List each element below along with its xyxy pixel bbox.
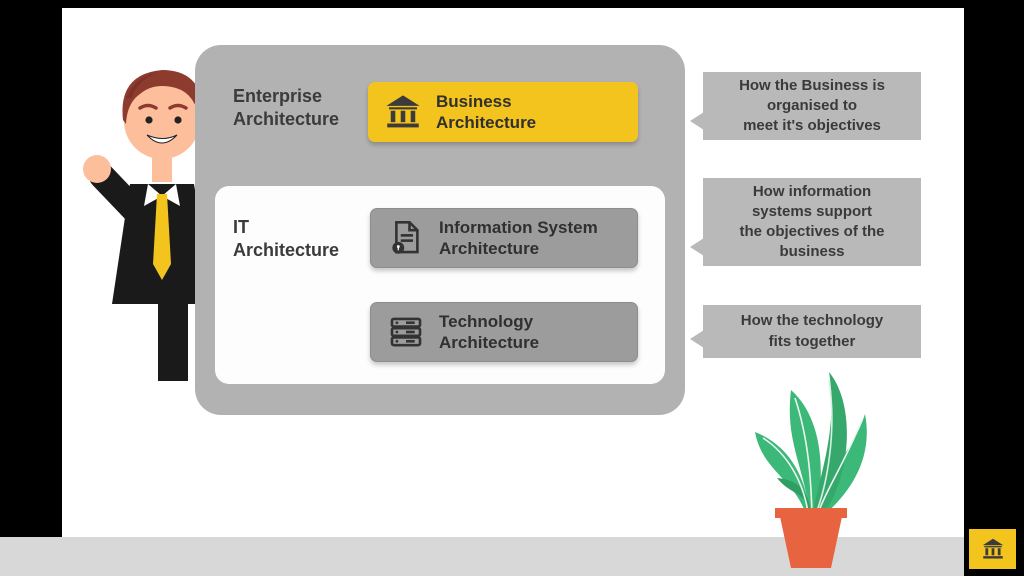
bank-icon — [382, 91, 424, 133]
plant-illustration — [755, 372, 867, 568]
callout-tail — [690, 112, 704, 130]
callout-information-systems: How information systems support the obje… — [690, 178, 921, 266]
information-system-architecture-label: Information System Architecture — [439, 217, 598, 258]
document-lock-icon — [385, 217, 427, 259]
callout-tail — [690, 238, 704, 256]
businessman-illustration — [83, 70, 214, 381]
callout-tail — [690, 330, 704, 348]
it-architecture-panel: IT Architecture Information System Archi… — [215, 186, 665, 384]
callout-information-systems-text: How information systems support the obje… — [739, 182, 885, 261]
bank-icon — [980, 536, 1006, 562]
business-architecture-button[interactable]: Business Architecture — [368, 82, 638, 142]
technology-architecture-button[interactable]: Technology Architecture — [370, 302, 638, 362]
callout-technology-text: How the technology fits together — [740, 312, 884, 350]
it-architecture-label: IT Architecture — [233, 217, 340, 260]
server-stack-icon — [385, 311, 427, 353]
technology-architecture-label: Technology Architecture — [439, 311, 540, 352]
callout-business: How the Business is organised to meet it… — [690, 72, 921, 140]
logo-badge — [969, 529, 1016, 569]
callout-technology: How the technology fits together — [690, 305, 921, 358]
callout-business-text: How the Business is organised to meet it… — [739, 76, 885, 135]
business-architecture-label: Business Architecture — [436, 91, 537, 132]
information-system-architecture-button[interactable]: Information System Architecture — [370, 208, 638, 268]
enterprise-architecture-panel: Enterprise Architecture Business Archite… — [195, 45, 685, 415]
enterprise-architecture-label: Enterprise Architecture — [233, 86, 340, 129]
